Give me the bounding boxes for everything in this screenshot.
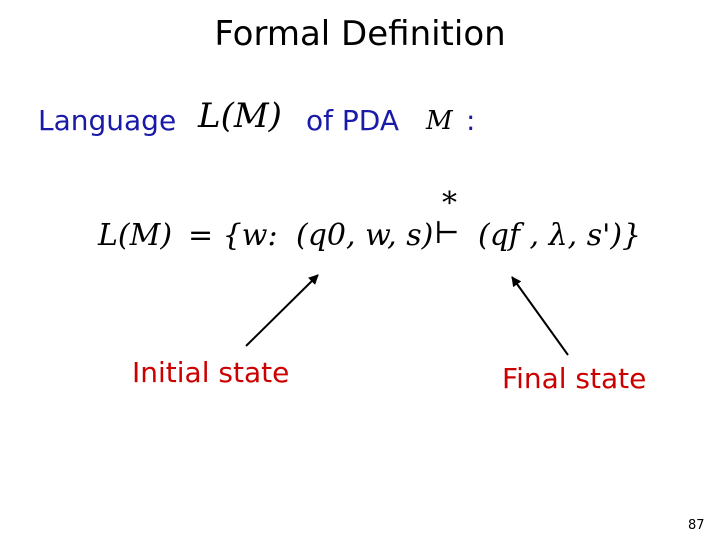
formula-set-open: = {w: [188,218,278,253]
page-number: 87 [688,518,705,533]
of-pda-label: of PDA [306,104,399,137]
final-state-arrow [511,276,569,356]
formula-lhs: L(M) [98,218,173,253]
final-state-label: Final state [502,362,647,395]
language-label: Language [38,104,177,137]
colon: : [466,104,476,137]
formula-yields-symbol: ⊢ [434,216,460,251]
formula-star: * [442,186,457,221]
machine-symbol: M [426,106,453,136]
formula-final-config: (qf , λ, s')} [478,218,642,253]
initial-state-arrow [245,274,319,347]
formula-initial-config: (q0, w, s) [296,218,434,253]
slide-title: Formal Definition [214,14,506,54]
language-symbol: L(M) [198,96,282,136]
initial-state-label: Initial state [132,356,290,389]
